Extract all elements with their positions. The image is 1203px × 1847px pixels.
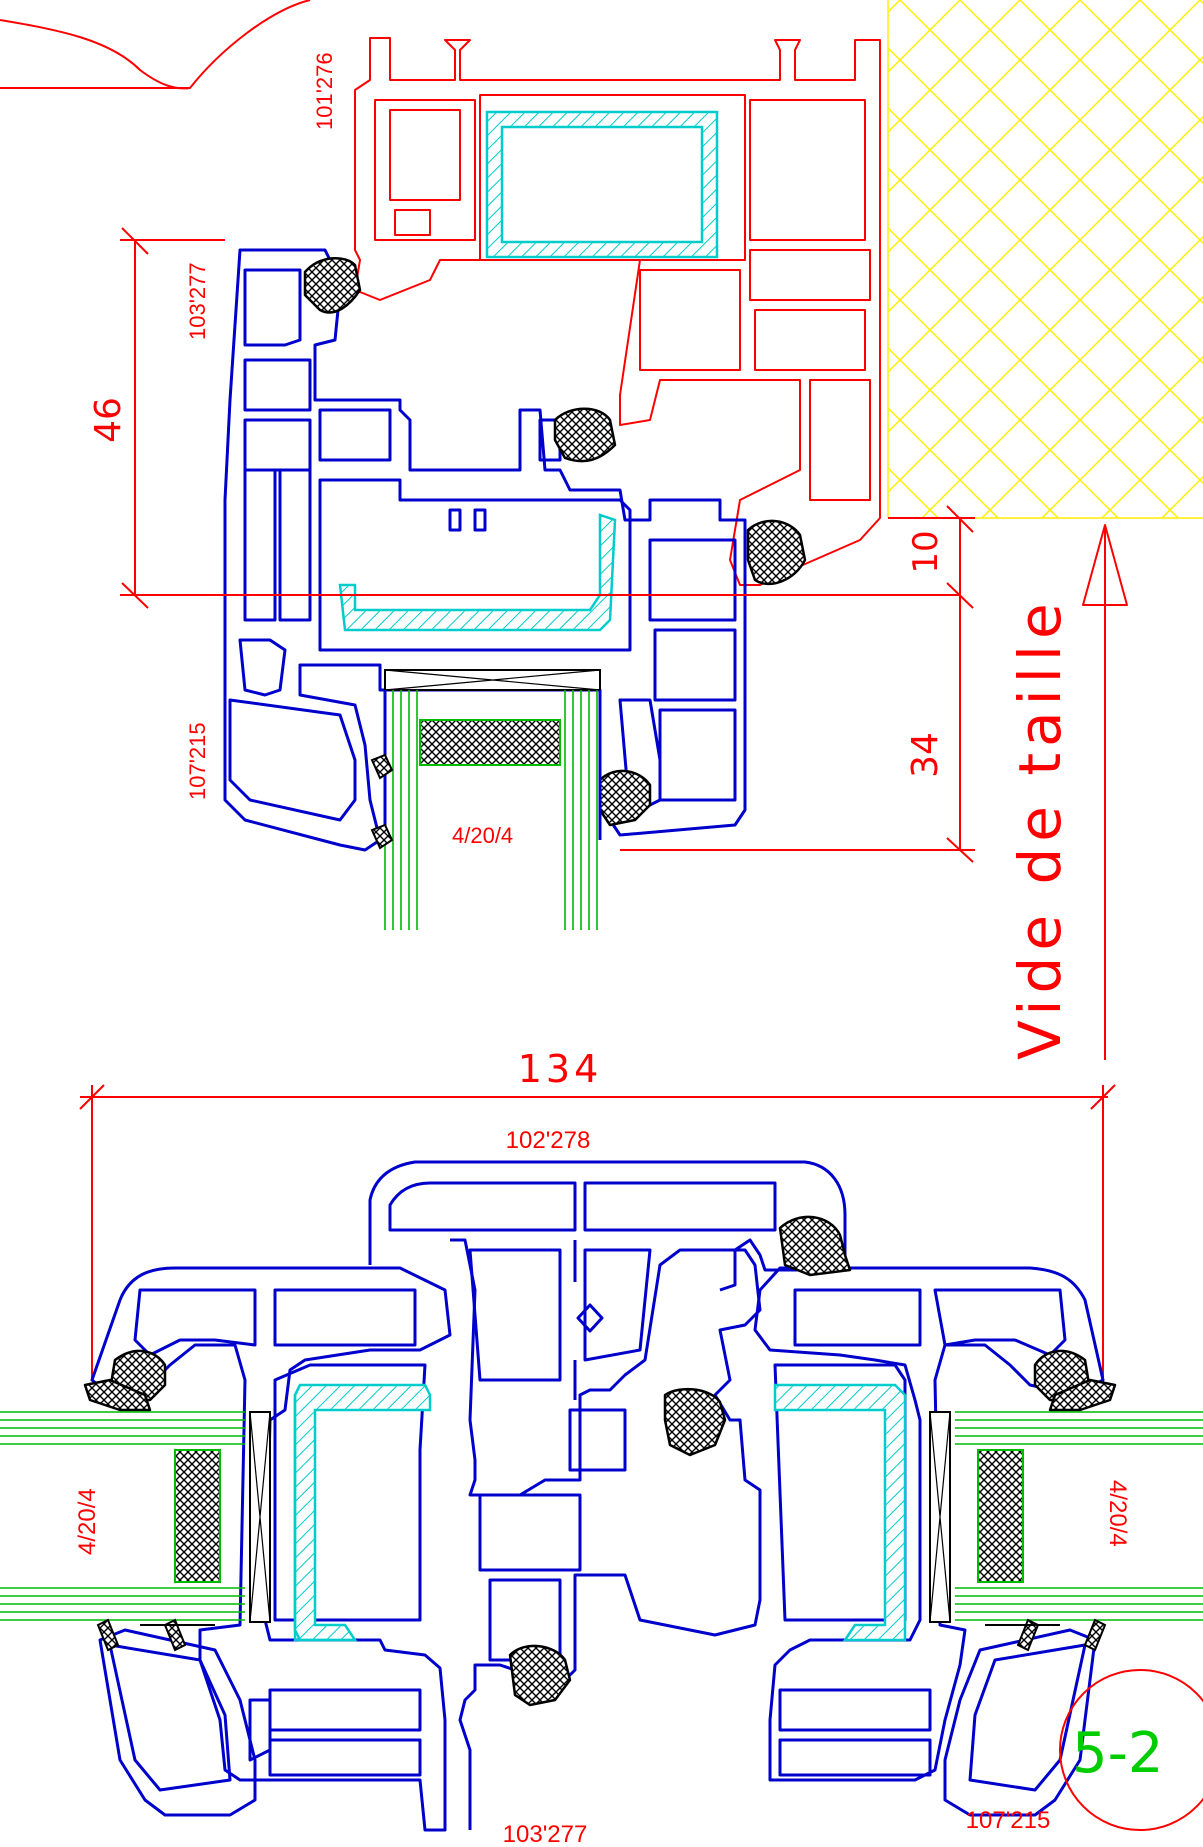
right-glazing-unit: [929, 1411, 1203, 1623]
label-bottom-ref: 103'277: [503, 1821, 588, 1847]
top-glazing-unit: [383, 690, 602, 930]
label-left-frame-ref: 103'277: [185, 262, 210, 340]
dim-34: [620, 595, 975, 863]
label-bottom-bead-ref: 107'215: [966, 1807, 1051, 1834]
mullion-reinforcements: [293, 1383, 907, 1642]
masonry-curve: [0, 0, 311, 90]
mullion-profile: [90, 1160, 1105, 1832]
section-tag: [1059, 1669, 1203, 1831]
dim-134-text: 134: [518, 1047, 603, 1091]
label-right-glazing: 4/20/4: [1104, 1480, 1131, 1547]
top-reinforcement: [485, 110, 719, 259]
label-left-bead-ref: 107'215: [185, 722, 210, 800]
dim-46: [120, 227, 960, 609]
bottom-lip-seals: [96, 1618, 1107, 1652]
top-glazing-seals: [370, 753, 394, 850]
top-sash-profile: [223, 248, 747, 852]
dim-10-text: 10: [906, 530, 946, 573]
mullion-gaskets: [83, 1215, 1117, 1707]
sash-reinforcement: [338, 513, 617, 632]
dim-134: [79, 1084, 1116, 1380]
top-spacer: [384, 669, 601, 691]
section-tag-text: 5-2: [1072, 1721, 1163, 1786]
top-gaskets: [303, 257, 807, 827]
label-left-glazing: 4/20/4: [74, 1488, 101, 1555]
vide-de-taille-text: Vide de taille: [1006, 597, 1074, 1060]
dim-34-text: 34: [905, 732, 946, 778]
masonry-wall: [887, 0, 1203, 519]
vide-arrow: [1082, 524, 1128, 1060]
label-top-frame-ref: 101'276: [312, 52, 337, 130]
label-mullion-ref: 102'278: [506, 1127, 591, 1154]
dim-46-text: 46: [88, 397, 129, 443]
left-glazing-unit: [0, 1411, 271, 1623]
label-top-glazing: 4/20/4: [452, 823, 513, 848]
